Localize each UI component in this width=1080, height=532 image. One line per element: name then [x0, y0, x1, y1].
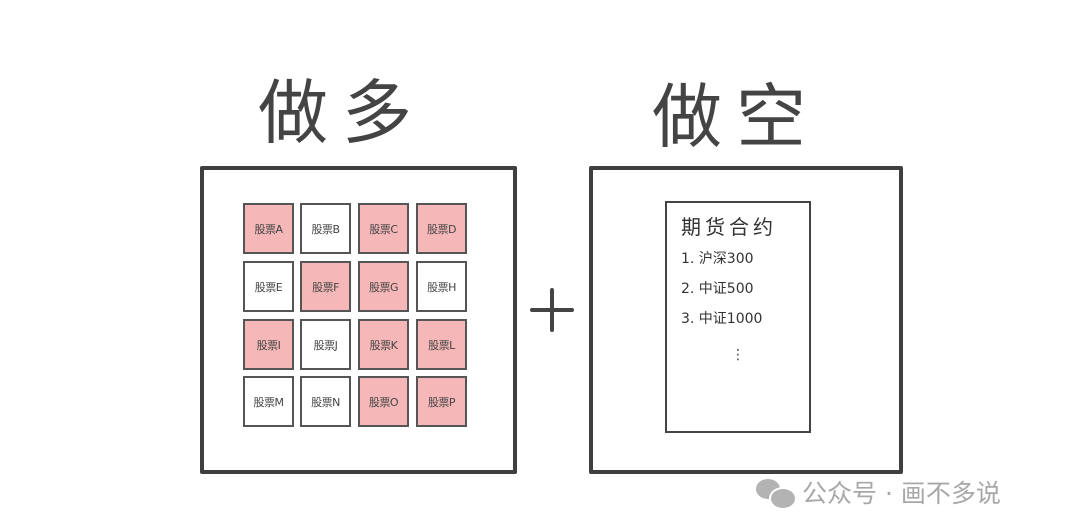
stock-tile: 股票A: [243, 203, 294, 254]
stock-tile: 股票J: [300, 319, 351, 370]
stock-tile: 股票O: [358, 376, 409, 427]
stock-tile: 股票D: [416, 203, 467, 254]
stock-tile: 股票M: [243, 376, 294, 427]
stock-tile: 股票G: [358, 261, 409, 312]
futures-item: 1. 沪深300: [681, 251, 754, 267]
stock-tile: 股票L: [416, 319, 467, 370]
stock-tile: 股票E: [243, 261, 294, 312]
watermark-text: 公众号 · 画不多说: [802, 479, 1001, 508]
futures-item: 2. 中证500: [681, 281, 754, 297]
futures-contract-sheet: 期货合约 1. 沪深300 2. 中证500 3. 中证1000 ⋮: [665, 201, 811, 433]
stock-tile: 股票F: [300, 261, 351, 312]
ellipsis-icon: ⋮: [731, 347, 745, 363]
stock-tile: 股票B: [300, 203, 351, 254]
futures-sheet-title: 期货合约: [681, 215, 777, 239]
short-header: 做空: [652, 76, 820, 158]
wechat-icon: [756, 477, 797, 510]
stock-tile: 股票K: [358, 319, 409, 370]
stock-tile: 股票H: [416, 261, 467, 312]
futures-item: 3. 中证1000: [681, 311, 763, 327]
stock-tile: 股票P: [416, 376, 467, 427]
long-header: 做多: [258, 72, 426, 154]
watermark: 公众号 · 画不多说: [756, 474, 1001, 510]
stock-tile: 股票N: [300, 376, 351, 427]
plus-icon: [530, 288, 574, 332]
stock-tile: 股票I: [243, 319, 294, 370]
stock-tile: 股票C: [358, 203, 409, 254]
